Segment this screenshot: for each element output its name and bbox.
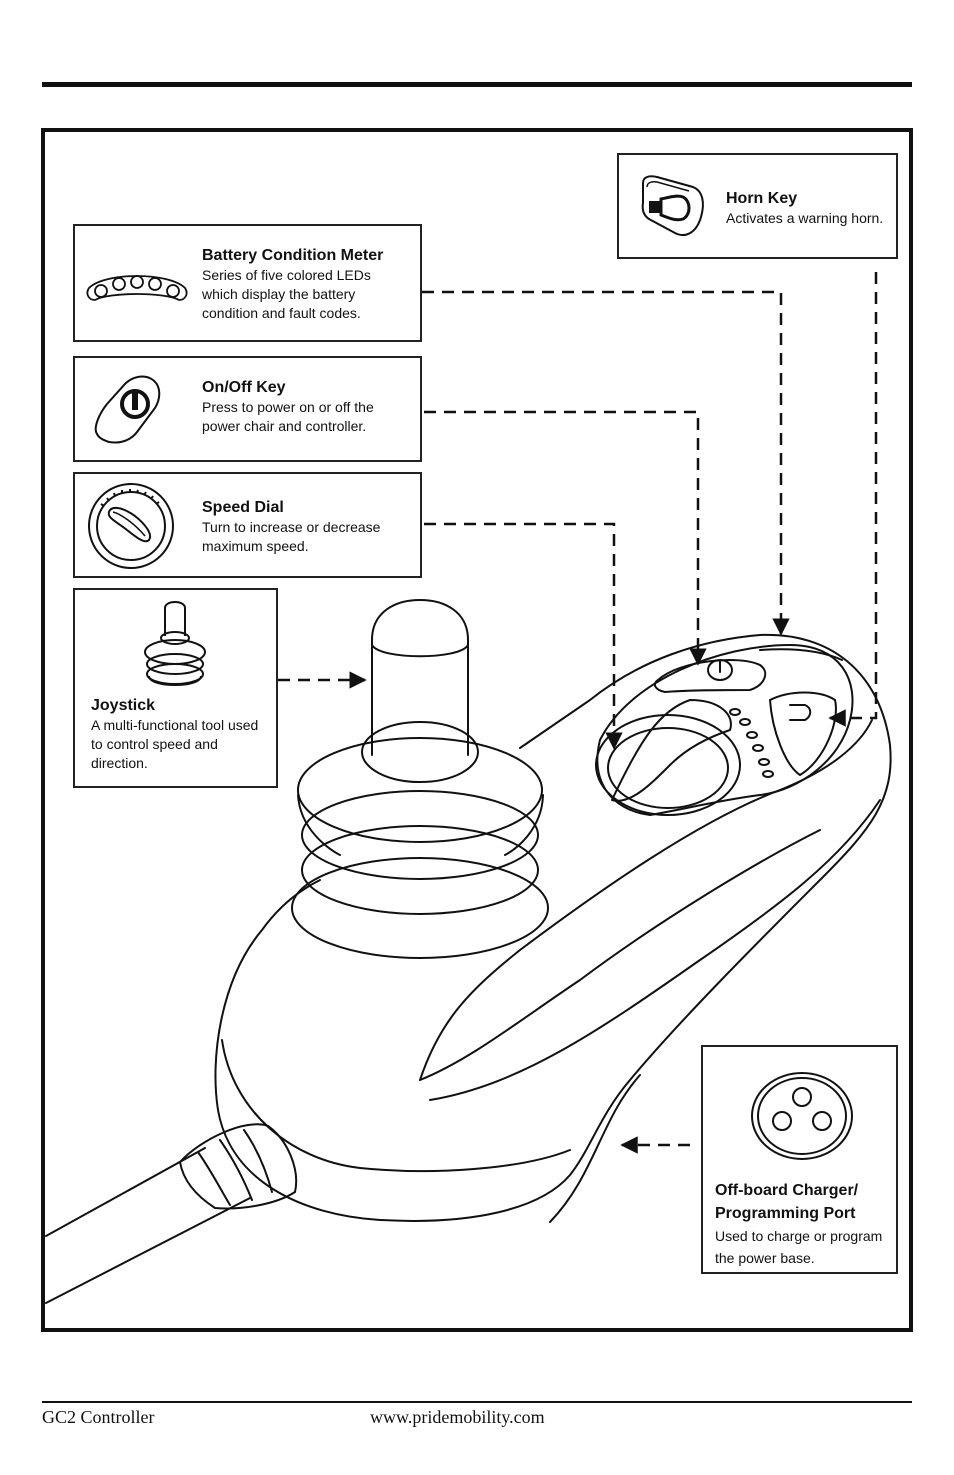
speed-dial-description: Turn to increase or decrease maximum spe…	[202, 519, 381, 554]
controller-body	[214, 633, 892, 1223]
joystick-description: A multi-functional tool used to control …	[91, 717, 259, 771]
callout-battery-meter: Battery Condition Meter Series of five c…	[73, 224, 422, 342]
control-panel-drawing	[595, 644, 854, 816]
header-rule	[42, 82, 912, 87]
footer-rule	[42, 1401, 912, 1403]
speed-dial-icon	[88, 483, 174, 569]
callout-horn-key: Horn Key Activates a warning horn.	[617, 153, 898, 259]
power-key-icon	[94, 375, 161, 444]
horn-key-icon	[641, 175, 704, 236]
charger-port-icon	[751, 1072, 853, 1160]
diagram-frame	[41, 128, 913, 1332]
strain-relief	[179, 1123, 298, 1210]
horn-key-description: Activates a warning horn.	[726, 210, 884, 226]
leader-lines	[278, 272, 878, 1154]
callout-charger-port: Off-board Charger/ Programming Port Used…	[701, 1045, 898, 1274]
speed-dial-title: Speed Dial	[202, 499, 284, 516]
joystick-drawing	[291, 599, 549, 959]
joystick-title: Joystick	[91, 697, 156, 714]
charger-port-title: Off-board Charger/ Programming Port	[715, 1182, 859, 1222]
callout-onoff-key: On/Off Key Press to power on or off the …	[73, 356, 422, 462]
onoff-key-description: Press to power on or off the power chair…	[202, 399, 374, 434]
callout-speed-dial: Speed Dial Turn to increase or decrease …	[73, 472, 422, 578]
footer-website: www.pridemobility.com	[370, 1407, 545, 1427]
battery-meter-description: Series of five colored LEDs which displa…	[202, 267, 371, 321]
battery-led-icon	[86, 275, 188, 301]
horn-key-title: Horn Key	[726, 190, 798, 207]
cable	[45, 1147, 251, 1304]
joystick-icon	[144, 601, 206, 686]
battery-meter-title: Battery Condition Meter	[202, 247, 384, 264]
charger-port-description: Used to charge or program the power base…	[715, 1228, 883, 1266]
onoff-key-title: On/Off Key	[202, 379, 286, 396]
callout-joystick: Joystick A multi-functional tool used to…	[73, 588, 278, 788]
footer-product-name: GC2 Controller	[42, 1407, 155, 1427]
